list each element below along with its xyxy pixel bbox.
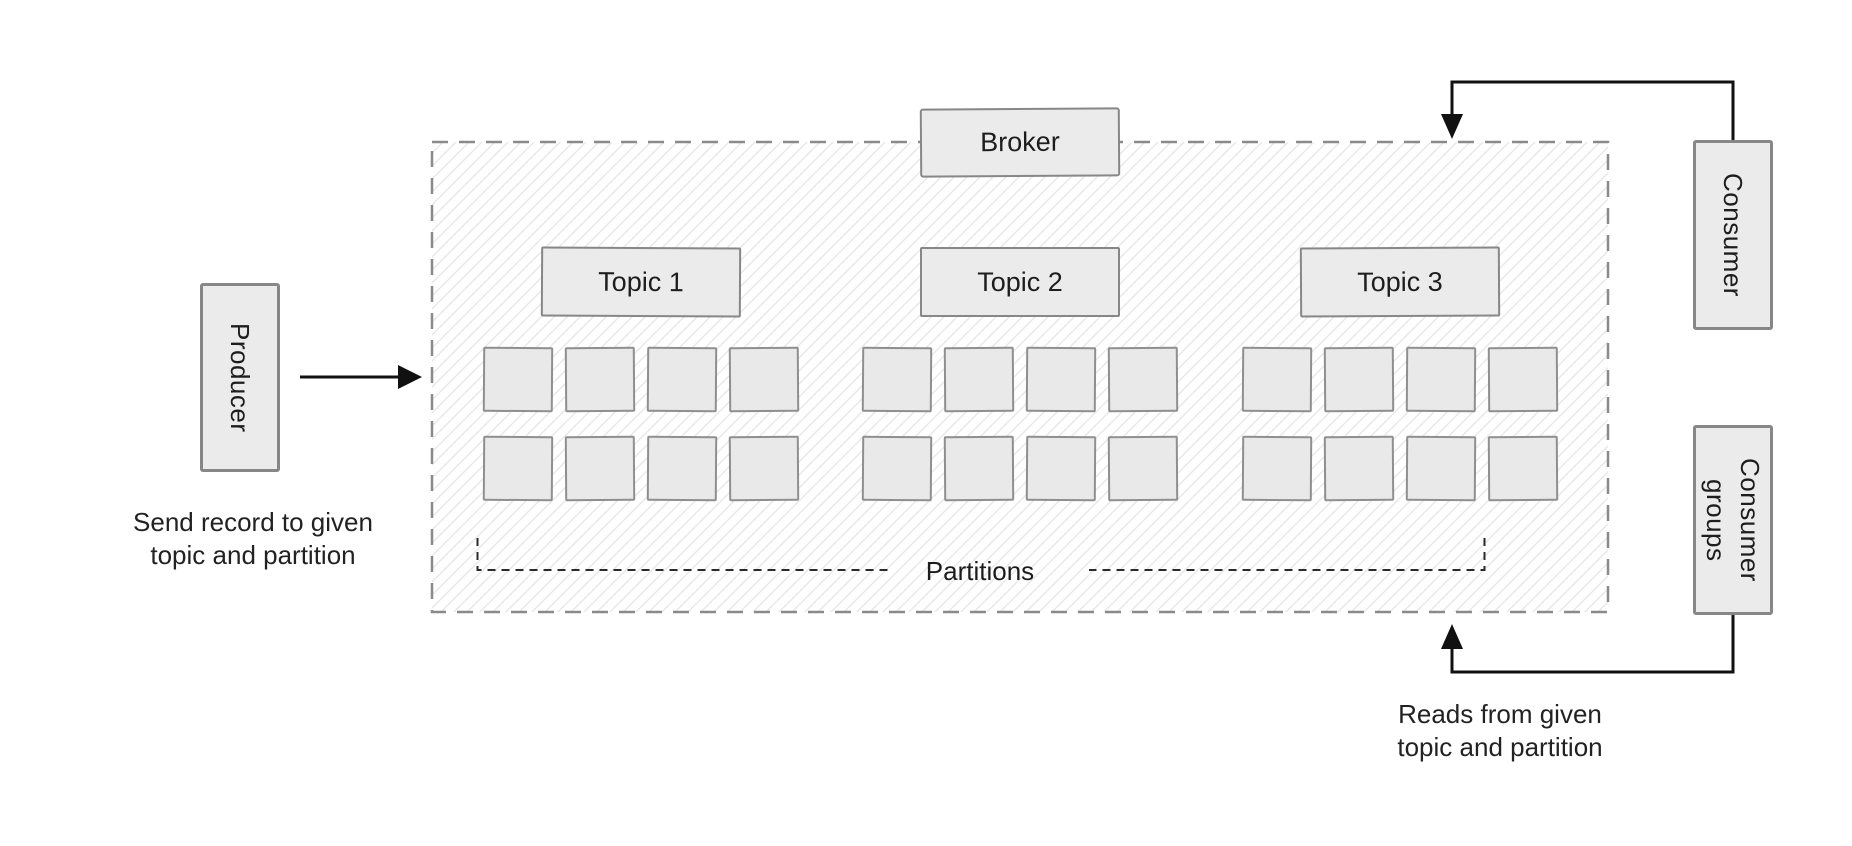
- partition-square: [1405, 435, 1477, 502]
- topic-2-box: Topic 2: [920, 247, 1120, 317]
- partition-square: [564, 435, 636, 502]
- consumer-groups-arrow-line: [1450, 614, 1735, 674]
- producer-label: Producer: [225, 322, 255, 433]
- consumer-groups-arrowhead: [1441, 624, 1463, 649]
- partitions-bracket-left: [476, 538, 893, 571]
- partition-square: [1107, 346, 1179, 413]
- partition-square: [728, 435, 800, 502]
- consumer-note: Reads from given topic and partition: [1397, 699, 1603, 762]
- partition-square: [943, 346, 1015, 413]
- topic-group-1: Topic 1: [482, 246, 800, 502]
- partition-square: [1323, 435, 1395, 502]
- partition-square: [1241, 346, 1313, 413]
- broker-label: Broker: [980, 126, 1060, 158]
- topic-group-2: Topic 2: [861, 247, 1179, 502]
- partitions-bracket-right: [1089, 538, 1486, 571]
- partition-square: [1405, 346, 1477, 413]
- partition-square: [564, 346, 636, 413]
- consumer-groups-box: Consumer groups: [1693, 425, 1773, 615]
- topic-label: Topic 3: [1357, 266, 1443, 297]
- producer-box: Producer: [200, 283, 280, 472]
- partition-square: [1025, 346, 1097, 413]
- partition-square: [943, 435, 1015, 502]
- consumer-arrow-line: [1450, 80, 1735, 141]
- partition-square: [861, 346, 933, 413]
- partition-square: [482, 346, 554, 413]
- topic-label: Topic 2: [977, 266, 1063, 297]
- producer-arrowhead: [398, 365, 422, 389]
- partition-square: [1241, 435, 1313, 502]
- partition-square: [728, 346, 800, 413]
- partition-square: [1107, 435, 1179, 502]
- partition-square: [861, 435, 933, 502]
- partition-square: [1323, 346, 1395, 413]
- topic-2-partitions: [861, 346, 1179, 502]
- partition-square: [1487, 346, 1559, 413]
- broker-box: Broker: [919, 107, 1121, 178]
- topic-label: Topic 1: [598, 266, 684, 297]
- partition-square: [646, 346, 718, 413]
- partitions-label: Partitions: [925, 556, 1035, 586]
- topic-3-box: Topic 3: [1299, 246, 1501, 318]
- topic-1-partitions: [482, 346, 800, 502]
- partition-square: [1487, 435, 1559, 502]
- topic-1-box: Topic 1: [540, 246, 742, 318]
- consumer-groups-label: Consumer groups: [1701, 458, 1765, 582]
- producer-note: Send record to given topic and partition: [133, 507, 373, 570]
- consumer-arrowhead: [1441, 114, 1463, 139]
- consumer-box: Consumer: [1693, 140, 1773, 330]
- partition-square: [646, 435, 718, 502]
- topic-group-3: Topic 3: [1241, 246, 1559, 502]
- partition-square: [482, 435, 554, 502]
- partition-square: [1025, 435, 1097, 502]
- consumer-label: Consumer: [1718, 173, 1748, 297]
- topic-3-partitions: [1241, 346, 1559, 502]
